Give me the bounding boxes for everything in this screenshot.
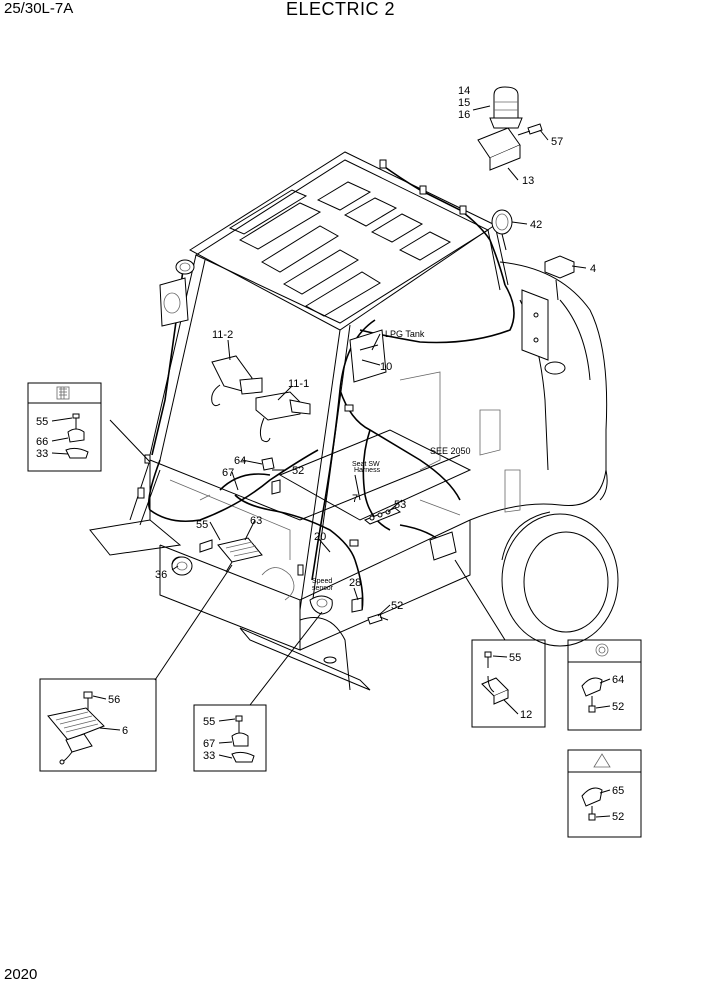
callout-label: 57 (551, 136, 563, 148)
inset-clip-round: 64 52 (567, 639, 642, 731)
work-lamp (491, 209, 513, 251)
callout-label: 14 (458, 85, 470, 97)
callout-label: 53 (394, 499, 406, 511)
inset-left-clamp: 55 66 33 (27, 382, 102, 472)
callout-label: 11-2 (212, 329, 233, 341)
rear-lamp (521, 255, 575, 361)
callout-label: 55 (509, 652, 521, 664)
callout-label: 64 (612, 674, 624, 686)
callout-label: 10 (380, 361, 392, 373)
callout-label: 42 (530, 219, 542, 231)
inset-accelerator-pedal: 56 6 (39, 678, 157, 772)
truck-body (89, 261, 619, 691)
callout-label: 52 (391, 600, 403, 612)
leader-lines (109, 105, 587, 706)
callout-label: 28 (349, 577, 361, 589)
inset-bottom-clamp: 55 67 33 (193, 704, 267, 772)
callout-label: 7 (352, 493, 358, 505)
speed-sensor-note: sensor (312, 585, 334, 592)
callout-label: 33 (36, 448, 48, 460)
wire-clip (261, 457, 281, 495)
bolt-icon (367, 613, 389, 625)
accelerator-pedal (199, 537, 263, 573)
head-lamp (159, 259, 195, 327)
callout-label: 67 (222, 467, 234, 479)
callout-label: 55 (203, 716, 215, 728)
lpg-tank-bracket (349, 329, 387, 383)
lpg-tank-note: LPG Tank (385, 329, 425, 339)
inset-clip-triangle: 65 52 (567, 749, 642, 838)
page-title: ELECTRIC 2 (286, 0, 396, 19)
callout-label: 55 (196, 519, 208, 531)
speed-sensor (309, 595, 363, 615)
callout-label: 13 (522, 175, 534, 187)
seat-sw-note: Harness (354, 467, 381, 474)
callout-label: 52 (612, 811, 624, 823)
callout-label: 55 (36, 416, 48, 428)
terminal-block (364, 507, 401, 525)
callout-label: 6 (122, 725, 128, 737)
callout-label: 52 (612, 701, 624, 713)
callout-label: 64 (234, 455, 246, 467)
callout-label: 20 (314, 531, 326, 543)
bolt-icon (517, 123, 543, 136)
callout-label: 36 (155, 569, 167, 581)
callout-label: 65 (612, 785, 624, 797)
callout-label: 4 (590, 263, 596, 275)
callout-label: 15 (458, 97, 470, 109)
model-code: 25/30L-7A (4, 0, 74, 17)
inset-bracket: 55 12 (471, 639, 546, 728)
see-2050-note: SEE 2050 (430, 446, 471, 456)
combination-switch (211, 355, 311, 443)
callout-label: 12 (520, 709, 532, 721)
horn (171, 556, 193, 576)
callout-label: 56 (108, 694, 120, 706)
callout-label: 33 (203, 750, 215, 762)
speed-sensor-note: Speed (312, 578, 332, 585)
callout-label: 16 (458, 109, 470, 121)
callout-label: 67 (203, 738, 215, 750)
callout-label: 52 (292, 465, 304, 477)
seat-sw-note: Seat SW (352, 461, 380, 468)
callout-label: 66 (36, 436, 48, 448)
callout-label: 63 (250, 515, 262, 527)
callout-labels: 14 15 16 57 13 42 4 11-2 11-1 10 64 67 5… (155, 85, 596, 612)
seat-switch-bracket (429, 531, 457, 561)
page-number: 2020 (4, 966, 38, 983)
beacon-lamp (477, 86, 523, 171)
callout-label: 11-1 (288, 378, 309, 390)
